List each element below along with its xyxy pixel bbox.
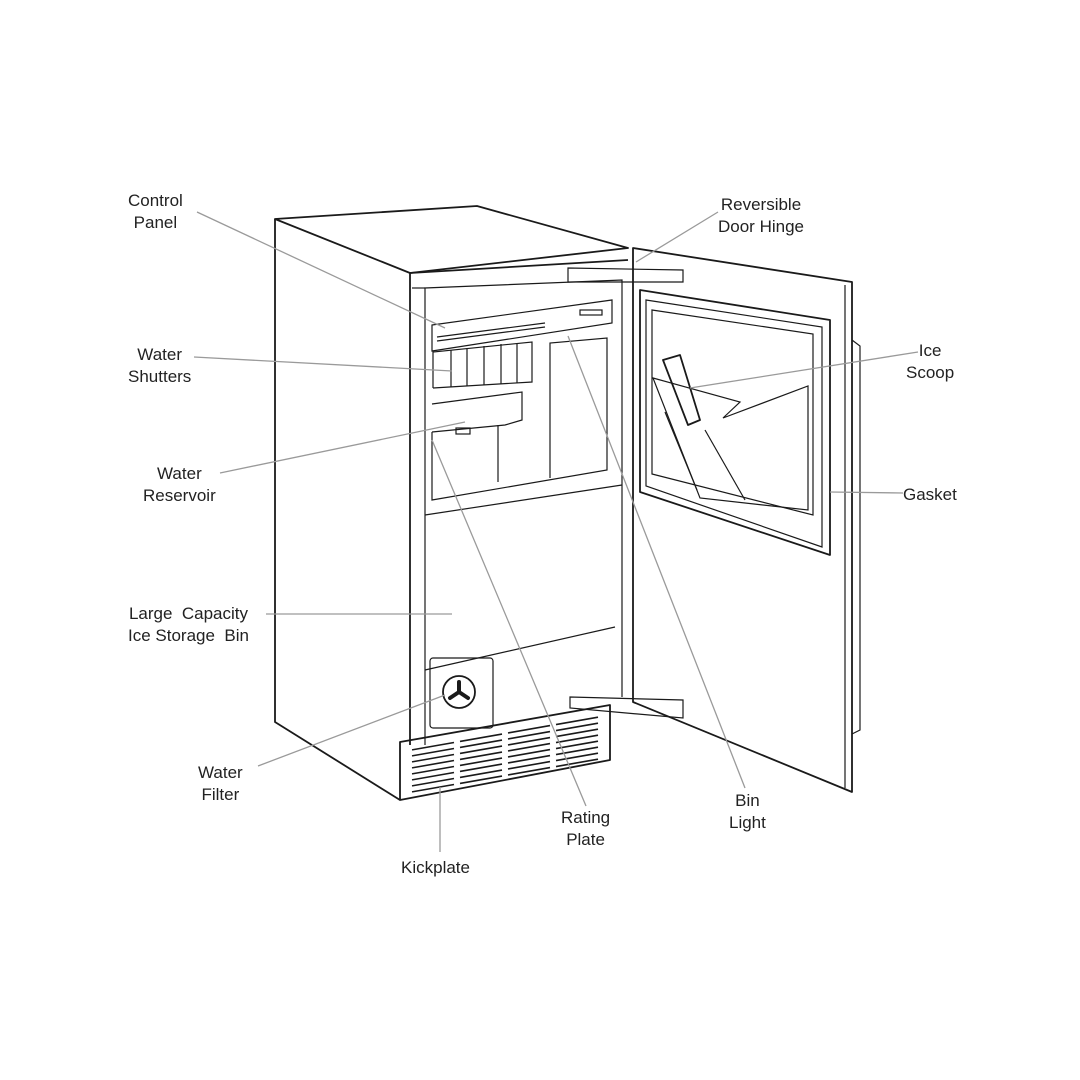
grille-slat <box>411 741 455 751</box>
grille-slat <box>411 747 455 757</box>
label-kickplate: Kickplate <box>401 858 470 877</box>
ice-scoop-handle <box>662 354 701 426</box>
control-panel <box>431 299 613 352</box>
grille-slat <box>459 775 503 785</box>
grille-slat <box>411 783 455 793</box>
door <box>632 247 861 793</box>
water-reservoir <box>424 337 623 516</box>
grille-slat <box>507 748 551 758</box>
top-hinge <box>567 267 684 283</box>
grille-slat <box>555 734 599 744</box>
grille-slat <box>411 765 455 775</box>
water-filter <box>429 657 494 729</box>
grille-slat <box>411 753 455 763</box>
ice-scoop-shape <box>652 377 809 511</box>
label-gasket: Gasket <box>903 485 957 504</box>
cabinet <box>274 205 629 801</box>
grille-slat <box>507 754 551 764</box>
grille-slat <box>555 728 599 738</box>
cabinet-side <box>274 219 401 801</box>
grille-slat <box>459 757 503 767</box>
grille-slat <box>459 769 503 779</box>
kickplate-grille <box>399 704 611 801</box>
grille-slat <box>507 736 551 746</box>
cabinet-top <box>274 205 629 274</box>
grille-slat <box>411 759 455 769</box>
grille-slat <box>459 733 503 743</box>
grille-slat <box>555 752 599 762</box>
grille-slat <box>507 766 551 776</box>
grille-slat <box>411 777 455 787</box>
grille-slat <box>459 763 503 773</box>
grille-slat <box>507 724 551 734</box>
grille-slat <box>555 740 599 750</box>
grille-slat <box>555 722 599 732</box>
grille-slat <box>411 771 455 781</box>
grille-slat <box>507 730 551 740</box>
grille-slat <box>555 746 599 756</box>
water-shutters <box>432 341 533 389</box>
grille-slat <box>459 745 503 755</box>
grille-slat <box>459 739 503 749</box>
grille-slat <box>555 716 599 726</box>
bottom-hinge <box>569 696 684 719</box>
door-hinges <box>567 267 684 719</box>
grille-slat <box>507 742 551 752</box>
grille-slat <box>555 758 599 768</box>
grille-slat <box>507 760 551 770</box>
leader-lines <box>193 211 919 852</box>
grille-slat <box>459 751 503 761</box>
